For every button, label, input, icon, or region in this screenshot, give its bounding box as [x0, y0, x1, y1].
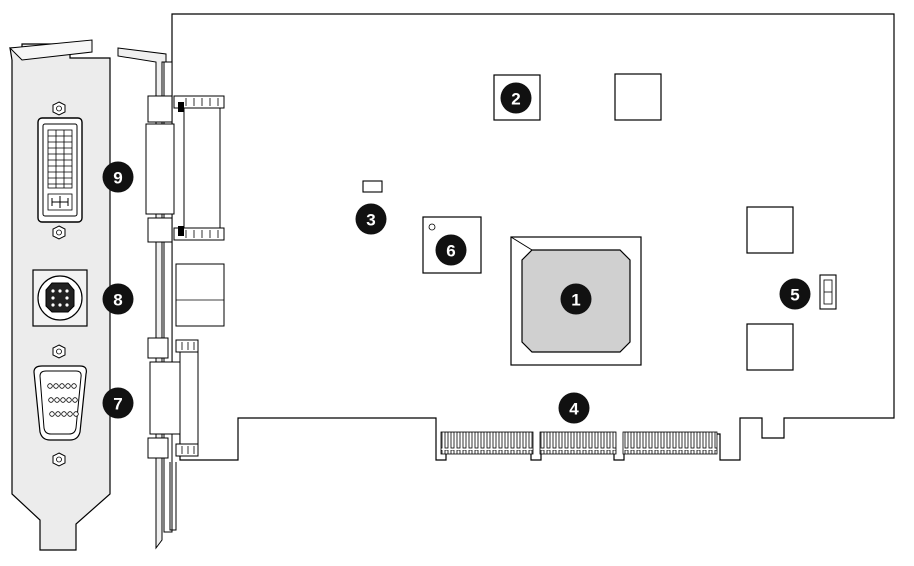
- callout-number: 1: [571, 291, 580, 310]
- callout-marker: 3: [355, 203, 387, 235]
- callout-marker: 6: [435, 234, 467, 266]
- memory-chip: [746, 323, 794, 371]
- svideo-connector-side: [175, 263, 225, 327]
- hex-nut-icon: [52, 225, 66, 240]
- vga-connector-side: [147, 337, 199, 459]
- callout-number: 6: [446, 242, 455, 261]
- callout-marker: 2: [500, 82, 532, 114]
- small-component: [362, 180, 383, 193]
- callout-marker: 9: [102, 161, 134, 193]
- dvi-port: [37, 117, 83, 223]
- dvi-connector-side: [145, 95, 225, 243]
- edge-connector-segment: [539, 431, 617, 455]
- memory-chip: [746, 206, 794, 254]
- hex-nut-icon: [52, 101, 66, 116]
- callout-number: 7: [113, 395, 122, 414]
- dvi-pin-grid: [47, 129, 73, 189]
- edge-connector-segment: [622, 431, 718, 455]
- callout-marker: 7: [102, 387, 134, 419]
- callout-number: 8: [113, 291, 122, 310]
- edge-connector-segment: [440, 431, 534, 455]
- hex-nut-icon: [52, 344, 66, 359]
- callout-marker: 4: [558, 392, 590, 424]
- hex-nut-icon: [52, 452, 66, 467]
- callout-number: 3: [366, 211, 375, 230]
- fan-connector: [819, 274, 837, 310]
- memory-chip: [614, 73, 662, 121]
- bracket-top-tab: [8, 39, 93, 61]
- callout-number: 5: [790, 286, 799, 305]
- callout-number: 4: [569, 400, 579, 419]
- callout-number: 2: [511, 90, 520, 109]
- callout-number: 9: [113, 169, 122, 188]
- callout-marker: 5: [779, 278, 811, 310]
- svideo-port: [32, 269, 88, 327]
- pci-express-edge-connector: [440, 431, 718, 455]
- callout-marker: 8: [102, 283, 134, 315]
- callout-marker: 1: [560, 283, 592, 315]
- vga-port: [33, 365, 87, 441]
